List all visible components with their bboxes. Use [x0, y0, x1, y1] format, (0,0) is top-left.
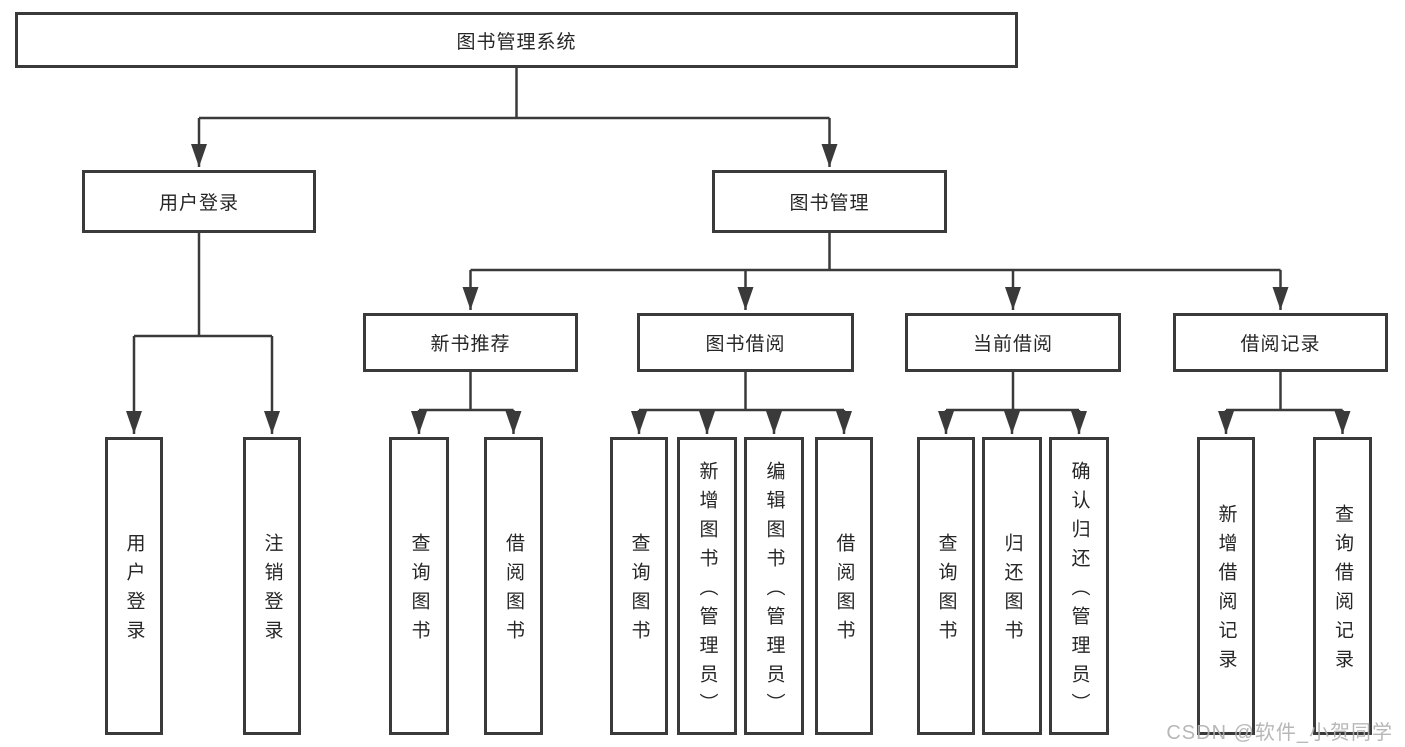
node-query-books-recommend-label: 查询图书	[408, 533, 430, 649]
node-query-borrow-record: 查询借阅记录	[1313, 437, 1372, 735]
node-borrow-books-recommend-label: 借阅图书	[503, 533, 524, 649]
node-new-book-recommend-label: 新书推荐	[430, 334, 511, 355]
node-book-management-label: 图书管理	[789, 193, 870, 214]
node-current-borrow-label: 当前借阅	[972, 334, 1053, 355]
node-borrow-records: 借阅记录	[1173, 313, 1388, 372]
node-user-login: 用户登录	[82, 170, 316, 233]
watermark: CSDN @软件_小贺同学	[1166, 722, 1393, 744]
node-return-book-label: 归还图书	[1001, 533, 1023, 649]
node-root-label: 图书管理系统	[456, 31, 577, 53]
node-return-book: 归还图书	[982, 437, 1042, 735]
node-query-books-current-label: 查询图书	[935, 533, 957, 649]
node-edit-book-admin-label: 编辑图书（管理员）	[763, 460, 785, 722]
node-book-borrow-label: 图书借阅	[705, 334, 786, 355]
node-borrow-records-label: 借阅记录	[1240, 334, 1321, 355]
node-login: 用户登录	[105, 437, 163, 735]
node-current-borrow: 当前借阅	[905, 313, 1121, 372]
node-borrow-books-label: 借阅图书	[833, 533, 855, 649]
node-query-books-recommend: 查询图书	[389, 437, 449, 735]
node-add-borrow-record: 新增借阅记录	[1197, 437, 1255, 735]
node-book-management: 图书管理	[712, 170, 947, 233]
node-query-books-borrow-label: 查询图书	[628, 533, 650, 649]
node-logout-label: 注销登录	[261, 533, 283, 649]
node-root: 图书管理系统	[15, 12, 1018, 68]
node-query-books-current: 查询图书	[917, 437, 975, 735]
node-logout: 注销登录	[243, 437, 301, 735]
node-book-borrow: 图书借阅	[637, 313, 854, 372]
node-query-books-borrow: 查询图书	[610, 437, 668, 735]
node-confirm-return-admin: 确认归还（管理员）	[1049, 437, 1109, 735]
node-query-borrow-record-label: 查询借阅记录	[1332, 504, 1353, 678]
node-new-book-recommend: 新书推荐	[363, 313, 578, 372]
node-add-borrow-record-label: 新增借阅记录	[1215, 504, 1237, 678]
node-borrow-books: 借阅图书	[815, 437, 873, 735]
node-add-book-admin: 新增图书（管理员）	[677, 437, 737, 735]
node-user-login-label: 用户登录	[158, 193, 239, 214]
node-login-label: 用户登录	[123, 533, 145, 649]
node-confirm-return-admin-label: 确认归还（管理员）	[1068, 460, 1090, 722]
node-borrow-books-recommend: 借阅图书	[484, 437, 543, 735]
node-edit-book-admin: 编辑图书（管理员）	[744, 437, 804, 735]
node-add-book-admin-label: 新增图书（管理员）	[696, 460, 718, 722]
